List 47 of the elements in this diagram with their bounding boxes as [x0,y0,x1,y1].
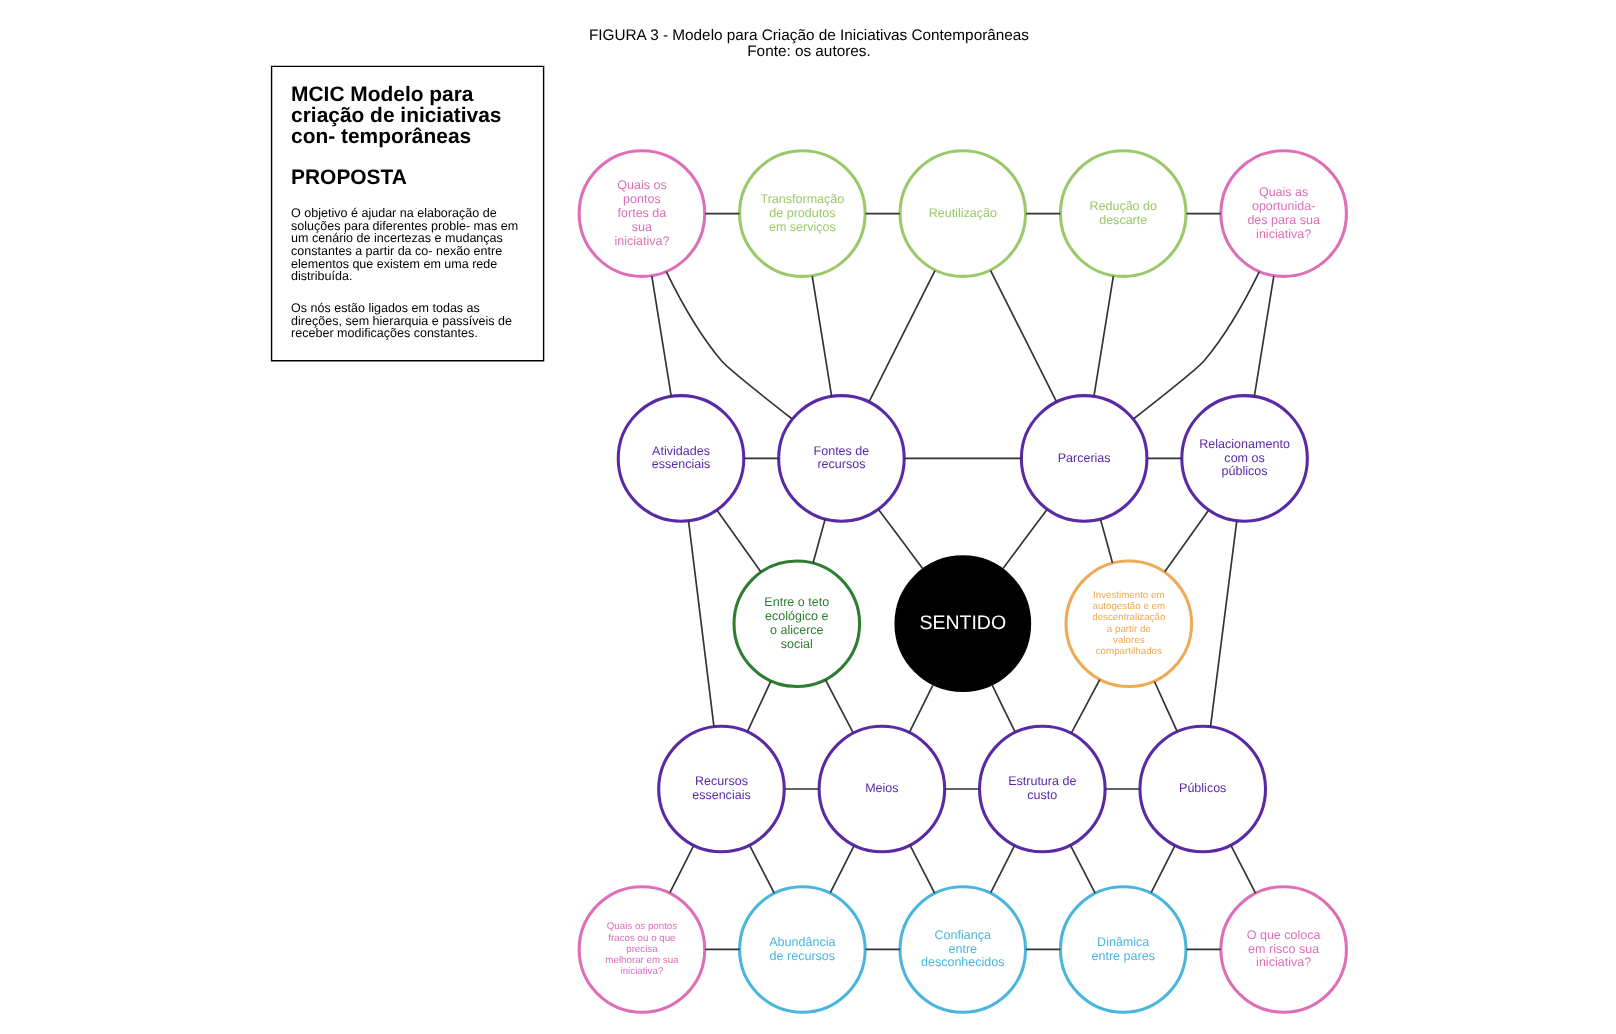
connector [1092,275,1114,398]
connector [1068,844,1095,895]
connector [990,684,1015,733]
connector [1252,275,1274,398]
connector [863,212,900,215]
connector [703,212,740,215]
connector [1069,678,1100,734]
node-circle: SENTIDO [893,555,1031,693]
connector [1098,518,1113,564]
connector [1184,948,1221,951]
connector [1184,212,1221,215]
connector [828,844,854,894]
connector [908,844,935,895]
connector [1131,270,1260,420]
connector [943,788,980,790]
connector [1152,680,1177,733]
connector [902,457,1022,460]
connector [747,844,775,895]
connector [811,518,825,564]
connector [664,270,793,420]
connector [810,275,832,398]
connector [876,508,923,570]
connector [1103,788,1140,790]
connector [823,678,854,734]
connector [1024,212,1061,215]
connector [649,275,672,398]
connector [715,509,761,573]
connector [1024,948,1061,951]
connector [745,680,771,733]
connector [988,844,1015,894]
connector [668,844,694,894]
connector [863,948,900,951]
connector [1208,520,1237,728]
connector [1149,844,1175,894]
connector [1001,508,1047,570]
connector [867,269,935,403]
connector [1229,844,1256,895]
connector [742,457,779,460]
connector [782,788,819,790]
caption: Fonte: os autores. [746,42,870,61]
connector [686,520,714,728]
connector [703,948,740,951]
connector [988,269,1057,403]
connector [1162,509,1209,573]
connector [1145,457,1182,460]
connector [907,683,933,734]
diagram-title: FIGURA 3 - Modelo para Criação de Iniciativas Contemporâneas [587,25,1029,44]
